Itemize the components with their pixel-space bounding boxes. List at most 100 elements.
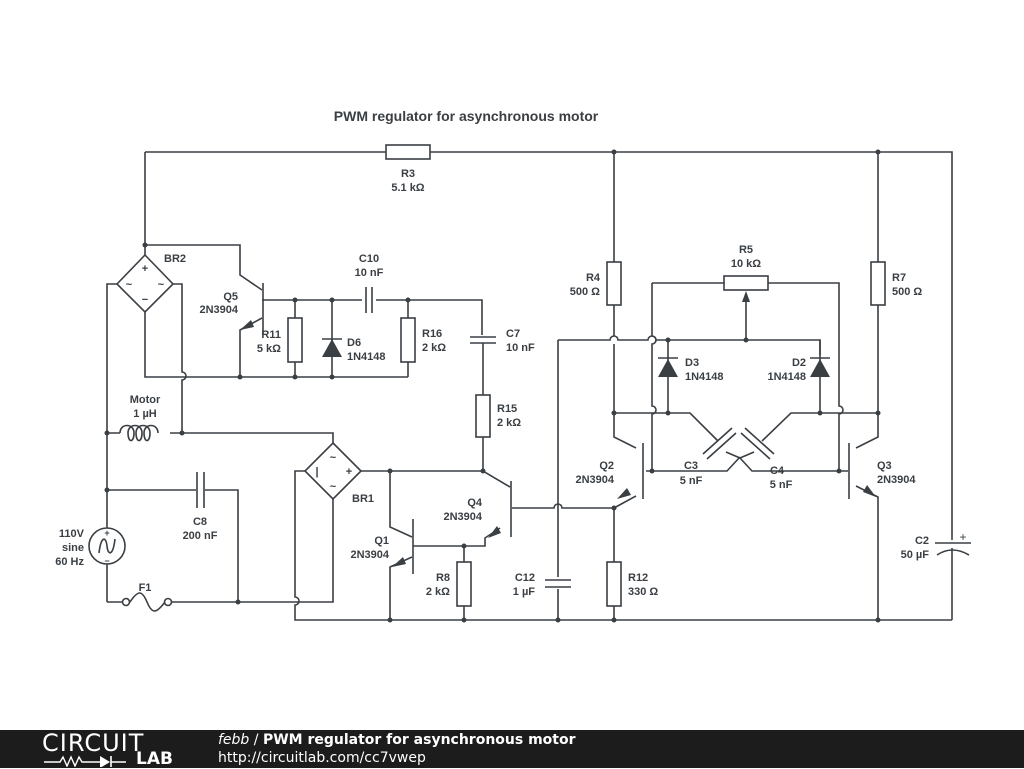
svg-text:R12: R12 [628, 572, 648, 584]
svg-text:R8: R8 [436, 572, 450, 584]
svg-text:Q4: Q4 [467, 497, 483, 509]
svg-text:+: + [959, 530, 966, 544]
resistor-r7[interactable]: R7 500 Ω [870, 261, 922, 306]
svg-text:60 Hz: 60 Hz [55, 556, 84, 568]
diode-d3[interactable]: D3 1N4148 [658, 357, 724, 383]
svg-text:Motor: Motor [130, 394, 161, 406]
junctions [104, 149, 881, 623]
resistor-r11[interactable]: R11 5 kΩ [257, 317, 303, 363]
svg-text:10 nF: 10 nF [355, 267, 384, 279]
svg-text:5 nF: 5 nF [770, 479, 793, 491]
svg-text:R11: R11 [261, 329, 281, 341]
footer-title-line: febb / PWM regulator for asynchronous mo… [218, 732, 576, 749]
svg-text:5 kΩ: 5 kΩ [257, 343, 281, 355]
svg-text:Q3: Q3 [877, 460, 892, 472]
transistor-q1[interactable]: Q1 2N3904 [350, 519, 414, 574]
svg-text:R15: R15 [497, 403, 517, 415]
svg-text:BR2: BR2 [164, 253, 186, 265]
svg-text:+: + [346, 466, 352, 478]
svg-text:~: ~ [158, 279, 165, 291]
transistor-q5[interactable]: Q5 2N3904 [199, 283, 264, 335]
diagram-title: PWM regulator for asynchronous motor [334, 108, 599, 124]
author-link[interactable]: febb [218, 732, 250, 748]
svg-text:2 kΩ: 2 kΩ [426, 586, 450, 598]
voltage-source-v1[interactable]: + − 110V sine 60 Hz [55, 527, 126, 568]
svg-text:C12: C12 [515, 572, 535, 584]
svg-text:+: + [142, 263, 148, 275]
capacitor-c4[interactable]: C4 5 nF [740, 427, 793, 491]
svg-text:sine: sine [62, 542, 84, 554]
circuit-url-link[interactable]: http://circuitlab.com/cc7vwep [218, 750, 426, 766]
svg-text:110V: 110V [59, 528, 85, 540]
svg-text:C2: C2 [915, 535, 929, 547]
svg-text:−: − [104, 556, 109, 566]
capacitor-c7[interactable]: C7 10 nF [470, 328, 535, 354]
potentiometer-r5[interactable]: R5 10 kΩ [723, 244, 769, 302]
svg-text:R3: R3 [401, 168, 415, 180]
separator: / [249, 732, 263, 748]
svg-text:2N3904: 2N3904 [575, 474, 614, 486]
svg-text:+: + [104, 528, 109, 538]
diode-d2[interactable]: D2 1N4148 [767, 357, 830, 383]
resistor-r15[interactable]: R15 2 kΩ [475, 394, 521, 438]
svg-text:2N3904: 2N3904 [877, 474, 916, 486]
transistor-q4[interactable]: Q4 2N3904 [443, 481, 512, 538]
svg-text:Q1: Q1 [374, 535, 389, 547]
capacitor-c10[interactable]: C10 10 nF [355, 253, 384, 313]
resistor-r4[interactable]: R4 500 Ω [570, 261, 622, 306]
svg-text:~: ~ [330, 481, 337, 493]
svg-text:2N3904: 2N3904 [199, 304, 238, 316]
resistor-r8[interactable]: R8 2 kΩ [426, 561, 472, 607]
resistor-r3[interactable]: R3 5.1 kΩ [385, 144, 431, 194]
capacitor-c12[interactable]: C12 1 µF [513, 572, 571, 598]
diode-d6[interactable]: D6 1N4148 [322, 337, 386, 363]
inductor-motor[interactable]: Motor 1 µH [119, 394, 161, 442]
logo-text-top: CIRCUIT [42, 729, 145, 757]
svg-text:|: | [315, 466, 318, 478]
circuit-title: PWM regulator for asynchronous motor [262, 732, 576, 748]
svg-text:1 µF: 1 µF [513, 586, 536, 598]
svg-text:F1: F1 [139, 582, 152, 594]
transistor-q2[interactable]: Q2 2N3904 [575, 443, 644, 499]
svg-text:BR1: BR1 [352, 493, 374, 505]
svg-text:500 Ω: 500 Ω [892, 286, 922, 298]
footer-bar: CIRCUIT LAB febb / PWM regulator for asy… [0, 730, 1024, 768]
resistor-r16[interactable]: R16 2 kΩ [400, 317, 446, 363]
logo-text-bottom: LAB [136, 749, 173, 769]
svg-text:5 nF: 5 nF [680, 475, 703, 487]
svg-text:2 kΩ: 2 kΩ [422, 342, 446, 354]
svg-text:10 kΩ: 10 kΩ [731, 258, 761, 270]
resistor-diode-logo-icon [44, 755, 126, 767]
svg-text:500 Ω: 500 Ω [570, 286, 600, 298]
svg-text:C3: C3 [684, 460, 698, 472]
capacitor-c8[interactable]: C8 200 nF [183, 472, 218, 542]
circuitlab-logo[interactable]: CIRCUIT LAB [42, 729, 177, 769]
bridge-rectifier-br1[interactable]: | + ~ ~ BR1 [303, 441, 374, 505]
svg-text:−: − [142, 294, 148, 306]
svg-text:R4: R4 [586, 272, 601, 284]
svg-text:R7: R7 [892, 272, 906, 284]
svg-text:2 kΩ: 2 kΩ [497, 417, 521, 429]
svg-text:D6: D6 [347, 337, 361, 349]
svg-text:1 µH: 1 µH [133, 408, 157, 420]
svg-text:~: ~ [330, 452, 337, 464]
svg-text:R16: R16 [422, 328, 442, 340]
svg-text:200 nF: 200 nF [183, 530, 218, 542]
svg-text:2N3904: 2N3904 [350, 549, 389, 561]
bridge-rectifier-br2[interactable]: + − ~ ~ BR2 [115, 253, 186, 314]
capacitor-c3[interactable]: C3 5 nF [680, 427, 737, 487]
schematic-canvas: PWM regulator for asynchronous motor [55, 108, 971, 623]
fuse-f1[interactable]: F1 [121, 582, 173, 612]
svg-text:C7: C7 [506, 328, 520, 340]
svg-text:5.1 kΩ: 5.1 kΩ [391, 182, 424, 194]
svg-text:330 Ω: 330 Ω [628, 586, 658, 598]
svg-text:1N4148: 1N4148 [767, 371, 806, 383]
svg-text:2N3904: 2N3904 [443, 511, 482, 523]
svg-text:D3: D3 [685, 357, 699, 369]
transistor-q3[interactable]: Q3 2N3904 [848, 443, 916, 499]
svg-text:10 nF: 10 nF [506, 342, 535, 354]
svg-text:50 µF: 50 µF [901, 549, 930, 561]
svg-text:~: ~ [126, 279, 133, 291]
resistor-r12[interactable]: R12 330 Ω [606, 561, 658, 607]
capacitor-c2[interactable]: + C2 50 µF [901, 530, 971, 620]
